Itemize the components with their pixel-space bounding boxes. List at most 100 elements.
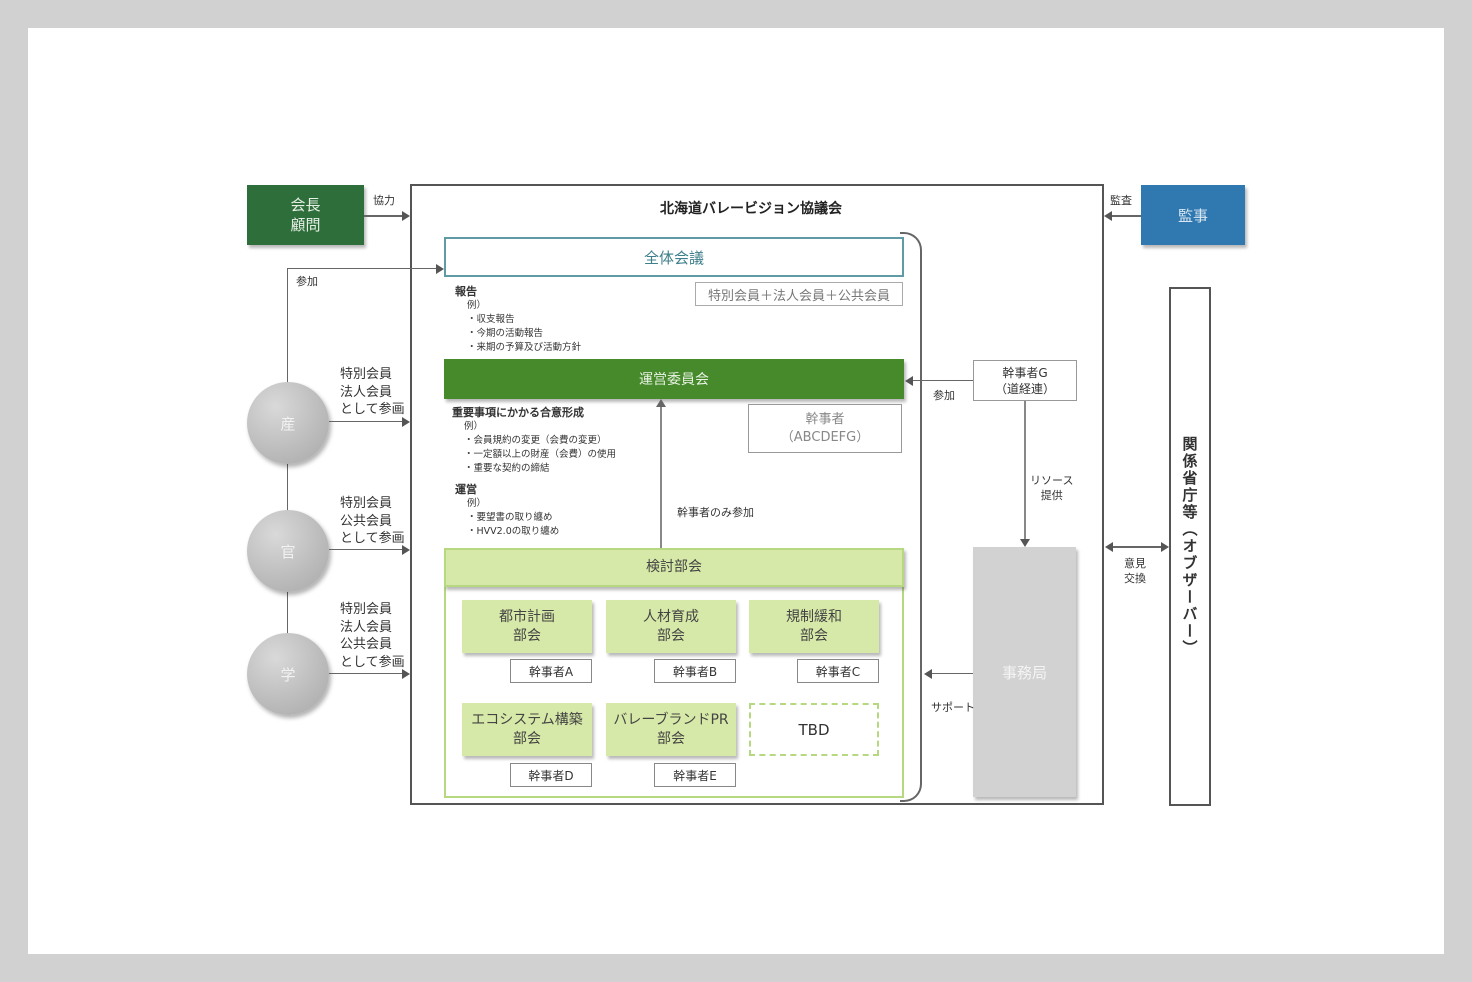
sector-label: 産 — [280, 414, 296, 433]
report-example: 例） — [467, 300, 487, 311]
note-line: 公共会員 — [340, 513, 393, 529]
operation-item: ・HVV2.0の取り纏め — [467, 526, 560, 537]
secretaries-only-arrow-line — [660, 406, 662, 548]
sector-arrow-line — [329, 421, 403, 422]
sector-academia-note: 特別会員 法人会員 公共会員 として参画 — [340, 601, 405, 671]
sector-arrow-line — [329, 549, 403, 550]
subcommittee-name: 人材育成 — [643, 608, 699, 625]
note-line: 法人会員 — [340, 384, 393, 400]
sector-label: 官 — [280, 542, 296, 561]
note-line: 特別会員 — [340, 367, 393, 382]
subcommittee-name: エコシステム構築 — [471, 711, 583, 728]
chairman-advisor-box[interactable]: 会長 顧問 — [247, 185, 364, 245]
secretary-label: 幹事者E — [673, 768, 717, 783]
subcommittee-name: 都市計画 — [499, 608, 555, 625]
operation-example: 例） — [467, 498, 487, 509]
arrowhead-left — [1105, 542, 1113, 552]
secretary-c-box: 幹事者C — [797, 659, 879, 683]
sector-label: 学 — [280, 665, 296, 684]
decision-example: 例） — [464, 421, 484, 432]
exchange-label-line1: 意見 — [1124, 557, 1146, 570]
subcommittee-suffix: 部会 — [657, 730, 685, 747]
auditor-box[interactable]: 監事 — [1141, 185, 1245, 245]
resource-label-line2: 提供 — [1040, 489, 1063, 502]
participation-line-horizontal — [287, 268, 437, 269]
decision-item: ・重要な契約の締結 — [464, 463, 550, 474]
tbd-label: TBD — [798, 720, 830, 739]
subcommittee-name: バレーブランドPR — [613, 711, 729, 728]
sector-connector — [287, 590, 288, 634]
chairman-label: 会長 — [290, 196, 321, 214]
arrowhead-right — [402, 417, 410, 427]
support-label: サポート — [931, 701, 975, 714]
subcommittee-name: 規制緩和 — [786, 608, 842, 625]
diagram-canvas — [28, 28, 1444, 954]
report-section: 報告 例） ・収支報告 ・今期の活動報告 ・来期の予算及び活動方針 — [455, 284, 581, 355]
arrowhead-right — [402, 545, 410, 555]
secretaries-codes: （ABCDEFG） — [780, 429, 870, 445]
chairman-arrow-line — [364, 215, 404, 217]
note-line: 特別会員 — [340, 496, 393, 511]
exchange-label: 意見 交換 — [1124, 556, 1146, 586]
secretary-e-box: 幹事者E — [654, 763, 736, 787]
sector-industry-circle[interactable]: 産 — [247, 382, 329, 464]
support-arrow-line — [931, 673, 973, 674]
secretary-g-org: （道経連） — [994, 381, 1055, 396]
note-line: 法人会員 — [340, 619, 393, 635]
arrowhead-right — [402, 669, 410, 679]
secretaries-label: 幹事者 — [805, 411, 845, 427]
members-note-text: 特別会員＋法人会員＋公共会員 — [707, 288, 890, 304]
sector-industry-note: 特別会員 法人会員 として参画 — [340, 366, 405, 419]
secretaries-only-label: 幹事者のみ参加 — [677, 506, 754, 519]
subcommittee-ecosystem[interactable]: エコシステム構築 部会 — [462, 703, 592, 756]
secretary-label: 幹事者C — [815, 664, 861, 679]
tbd-box[interactable]: TBD — [749, 703, 879, 756]
steering-committee-box[interactable]: 運営委員会 — [444, 359, 904, 399]
arrowhead-left — [905, 376, 913, 386]
participation-line-vertical — [287, 268, 288, 383]
note-line: 公共会員 — [340, 637, 393, 652]
subcommittee-suffix: 部会 — [800, 627, 828, 644]
observer-box[interactable]: 関係省庁等（オブザーバー） — [1169, 287, 1211, 806]
arrowhead-left — [1104, 211, 1112, 221]
exchange-arrow-line — [1112, 546, 1162, 548]
observer-label: 関係省庁等（オブザーバー） — [1180, 436, 1199, 657]
subcommittee-urban-planning[interactable]: 都市計画 部会 — [462, 600, 592, 653]
resource-label: リソース 提供 — [1030, 473, 1073, 503]
subcommittee-brand-pr[interactable]: バレーブランドPR 部会 — [606, 703, 736, 756]
arrowhead-left — [924, 669, 932, 679]
auditor-label: 監事 — [1177, 206, 1208, 225]
decision-section: 重要事項にかかる合意形成 例） ・会員規約の変更（会費の変更） ・一定額以上の財… — [452, 405, 616, 476]
secretary-g-box[interactable]: 幹事者G （道経連） — [973, 360, 1077, 401]
study-group-header[interactable]: 検討部会 — [444, 548, 904, 587]
arrowhead-right — [402, 211, 410, 221]
secretariat-box[interactable]: 事務局 — [973, 547, 1076, 797]
secretary-label: 幹事者A — [528, 664, 574, 679]
sector-government-circle[interactable]: 官 — [247, 510, 329, 592]
operation-item: ・要望書の取り纏め — [467, 512, 553, 523]
council-frame — [410, 184, 1104, 805]
report-item: ・来期の予算及び活動方針 — [467, 342, 582, 353]
secretary-g-arrow-line — [912, 380, 973, 381]
members-note: 特別会員＋法人会員＋公共会員 — [695, 282, 903, 306]
secretaries-box: 幹事者 （ABCDEFG） — [748, 404, 902, 453]
arrowhead-right — [436, 264, 444, 274]
general-assembly-box[interactable]: 全体会議 — [444, 237, 904, 277]
secretary-g-label: 幹事者G — [1002, 365, 1048, 380]
resource-arrow-line — [1024, 401, 1026, 539]
subcommittee-deregulation[interactable]: 規制緩和 部会 — [749, 600, 879, 653]
note-line: として参画 — [340, 531, 405, 546]
report-heading: 報告 — [455, 285, 477, 298]
secretary-d-box: 幹事者D — [510, 763, 592, 787]
study-group-label: 検討部会 — [646, 559, 702, 575]
subcommittee-suffix: 部会 — [513, 730, 541, 747]
sector-academia-circle[interactable]: 学 — [247, 633, 329, 715]
secretariat-label: 事務局 — [1001, 663, 1047, 682]
sector-arrow-line — [329, 673, 403, 674]
note-line: として参画 — [340, 654, 405, 670]
decision-heading: 重要事項にかかる合意形成 — [452, 406, 584, 419]
note-line: 特別会員 — [340, 602, 393, 617]
subcommittee-human-resources[interactable]: 人材育成 部会 — [606, 600, 736, 653]
resource-label-line1: リソース — [1030, 474, 1074, 487]
arrowhead-up — [656, 399, 666, 407]
